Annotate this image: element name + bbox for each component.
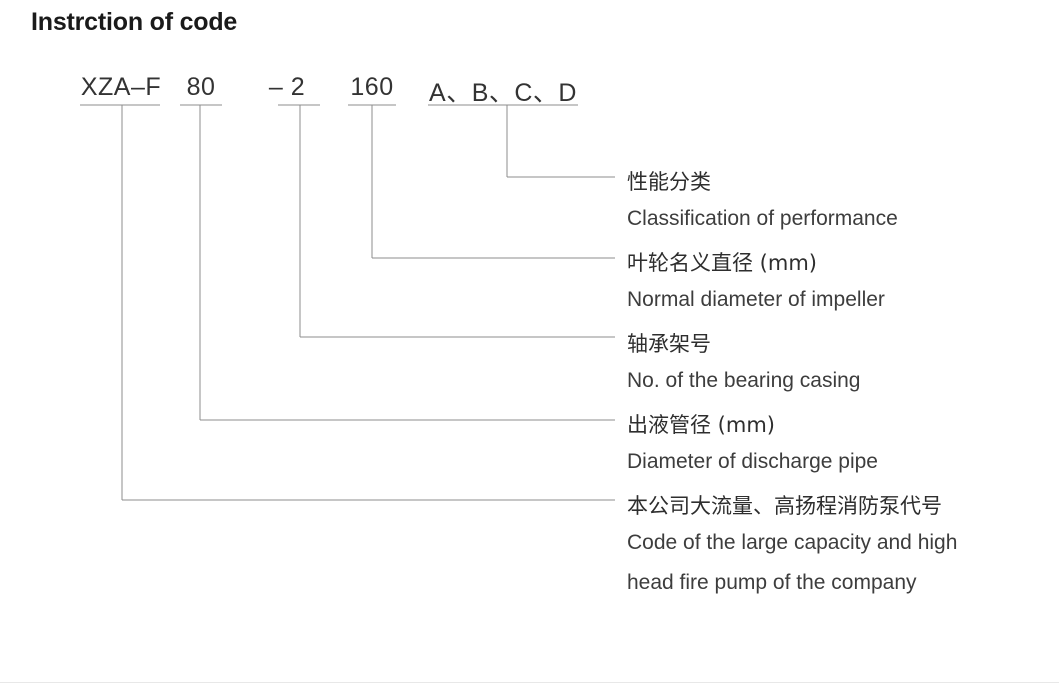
code-token-2: – 2 (268, 73, 306, 101)
code-token-4: A、B、C、D (429, 79, 577, 107)
label-en-5: No. of the bearing casing (627, 369, 861, 392)
code-token-1: 80 (186, 73, 216, 101)
code-token-0: XZA–F (80, 73, 162, 101)
label-en-9: Code of the large capacity and high (627, 531, 958, 554)
label-en-1: Classification of performance (627, 207, 898, 230)
label-cn-8: 本公司大流量、高扬程消防泵代号 (627, 494, 942, 518)
code-token-3: 160 (350, 73, 394, 101)
label-en-10: head fire pump of the company (627, 571, 917, 594)
label-cn-4: 轴承架号 (627, 332, 711, 356)
label-en-7: Diameter of discharge pipe (627, 450, 878, 473)
label-cn-2: 叶轮名义直径 (mm) (627, 251, 817, 275)
page-title: Instrction of code (31, 8, 238, 36)
label-cn-0: 性能分类 (627, 170, 711, 194)
label-cn-6: 出液管径 (mm) (627, 413, 775, 437)
label-en-3: Normal diameter of impeller (627, 288, 885, 311)
